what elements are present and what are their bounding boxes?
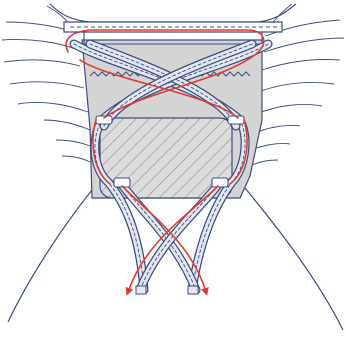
neckline-band	[50, 4, 296, 44]
strap-end-right	[188, 286, 198, 294]
skirt-right-edge	[240, 182, 343, 330]
loop-lower-right	[212, 178, 228, 187]
skirt-left-edge	[8, 190, 92, 322]
strap-end-left	[136, 286, 146, 294]
